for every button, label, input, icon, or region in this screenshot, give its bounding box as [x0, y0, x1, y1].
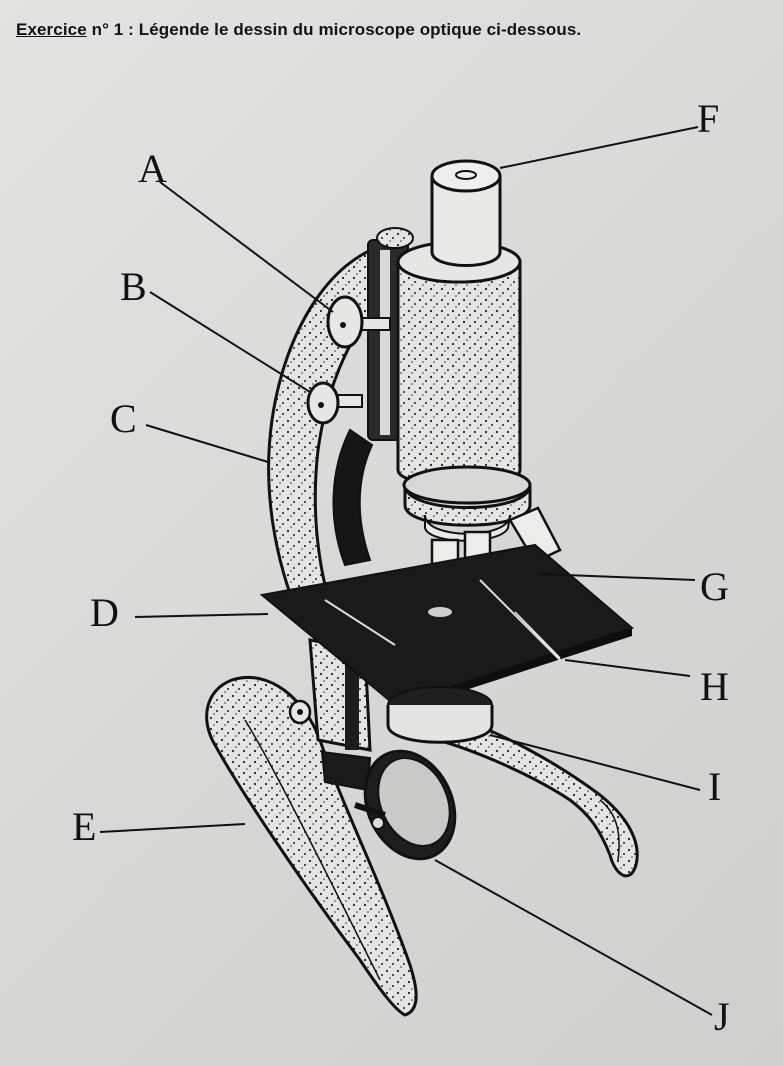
leader-lines: [99, 126, 713, 1016]
diaphragm: [386, 686, 494, 744]
label-i: I: [708, 764, 721, 809]
label-b: B: [120, 264, 147, 309]
label-j: J: [714, 994, 730, 1039]
coarse-focus-knob: [326, 295, 391, 349]
label-f: F: [697, 96, 719, 141]
label-c: C: [110, 396, 137, 441]
leader-line-f: [499, 126, 699, 169]
nosepiece: [402, 465, 532, 542]
leader-line-d: [134, 613, 269, 618]
leader-line-a: [159, 181, 334, 313]
clamp-screw: [288, 699, 312, 725]
leader-line-b: [149, 291, 311, 393]
pointer-arrow: [514, 611, 561, 659]
exercise-prefix: Exercice: [16, 20, 87, 39]
leader-line-h: [564, 659, 691, 677]
label-d: D: [90, 590, 119, 635]
label-h: H: [700, 664, 729, 709]
microscope-arm: [267, 243, 392, 652]
label-e: E: [72, 804, 96, 849]
label-g: G: [700, 564, 729, 609]
leader-line-e: [99, 823, 246, 833]
exercise-instruction: n° 1 : Légende le dessin du microscope o…: [86, 20, 582, 39]
label-a: A: [138, 146, 167, 191]
leader-line-i: [489, 734, 701, 791]
mirror: [354, 749, 457, 861]
leader-line-j: [434, 859, 713, 1016]
leader-line-g: [539, 573, 696, 581]
fine-focus-knob: [306, 381, 363, 425]
leader-line-c: [145, 424, 269, 463]
optical-tube: [396, 159, 522, 487]
exercise-title: Exercice n° 1 : Légende le dessin du mic…: [16, 20, 581, 40]
